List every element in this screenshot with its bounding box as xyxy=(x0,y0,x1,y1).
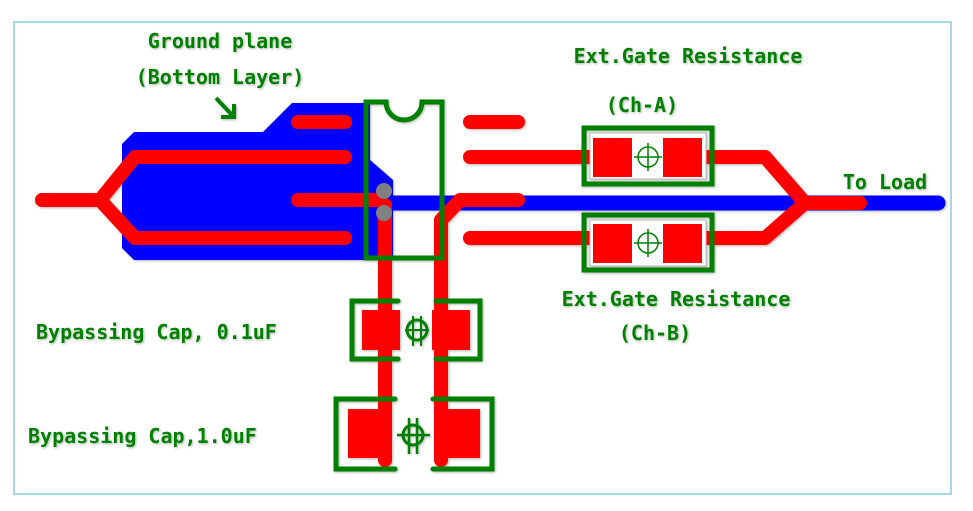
bypass-cap-small xyxy=(349,298,483,362)
to-load-label: To Load xyxy=(843,170,927,194)
cap-small-label: Bypassing Cap, 0.1uF xyxy=(36,320,277,344)
ic-outline xyxy=(363,99,445,261)
ext-gate-b-label: Ext.Gate Resistance xyxy=(562,287,791,311)
via xyxy=(376,205,392,221)
gate-resistor-b xyxy=(581,212,715,273)
via xyxy=(376,183,392,199)
cap-large-label: Bypassing Cap,1.0uF xyxy=(28,424,257,448)
arrow-icon xyxy=(214,96,236,119)
ground-plane-label: Ground plane xyxy=(148,29,293,53)
ch-a-label: (Ch-A) xyxy=(606,93,678,117)
bottom-layer-label: (Bottom Layer) xyxy=(136,65,305,89)
gate-resistor-a xyxy=(581,125,715,187)
ground-plane xyxy=(122,103,393,260)
ext-gate-a-label: Ext.Gate Resistance xyxy=(574,44,803,68)
bypass-cap-large xyxy=(333,396,495,472)
ch-b-label: (Ch-B) xyxy=(619,321,691,345)
